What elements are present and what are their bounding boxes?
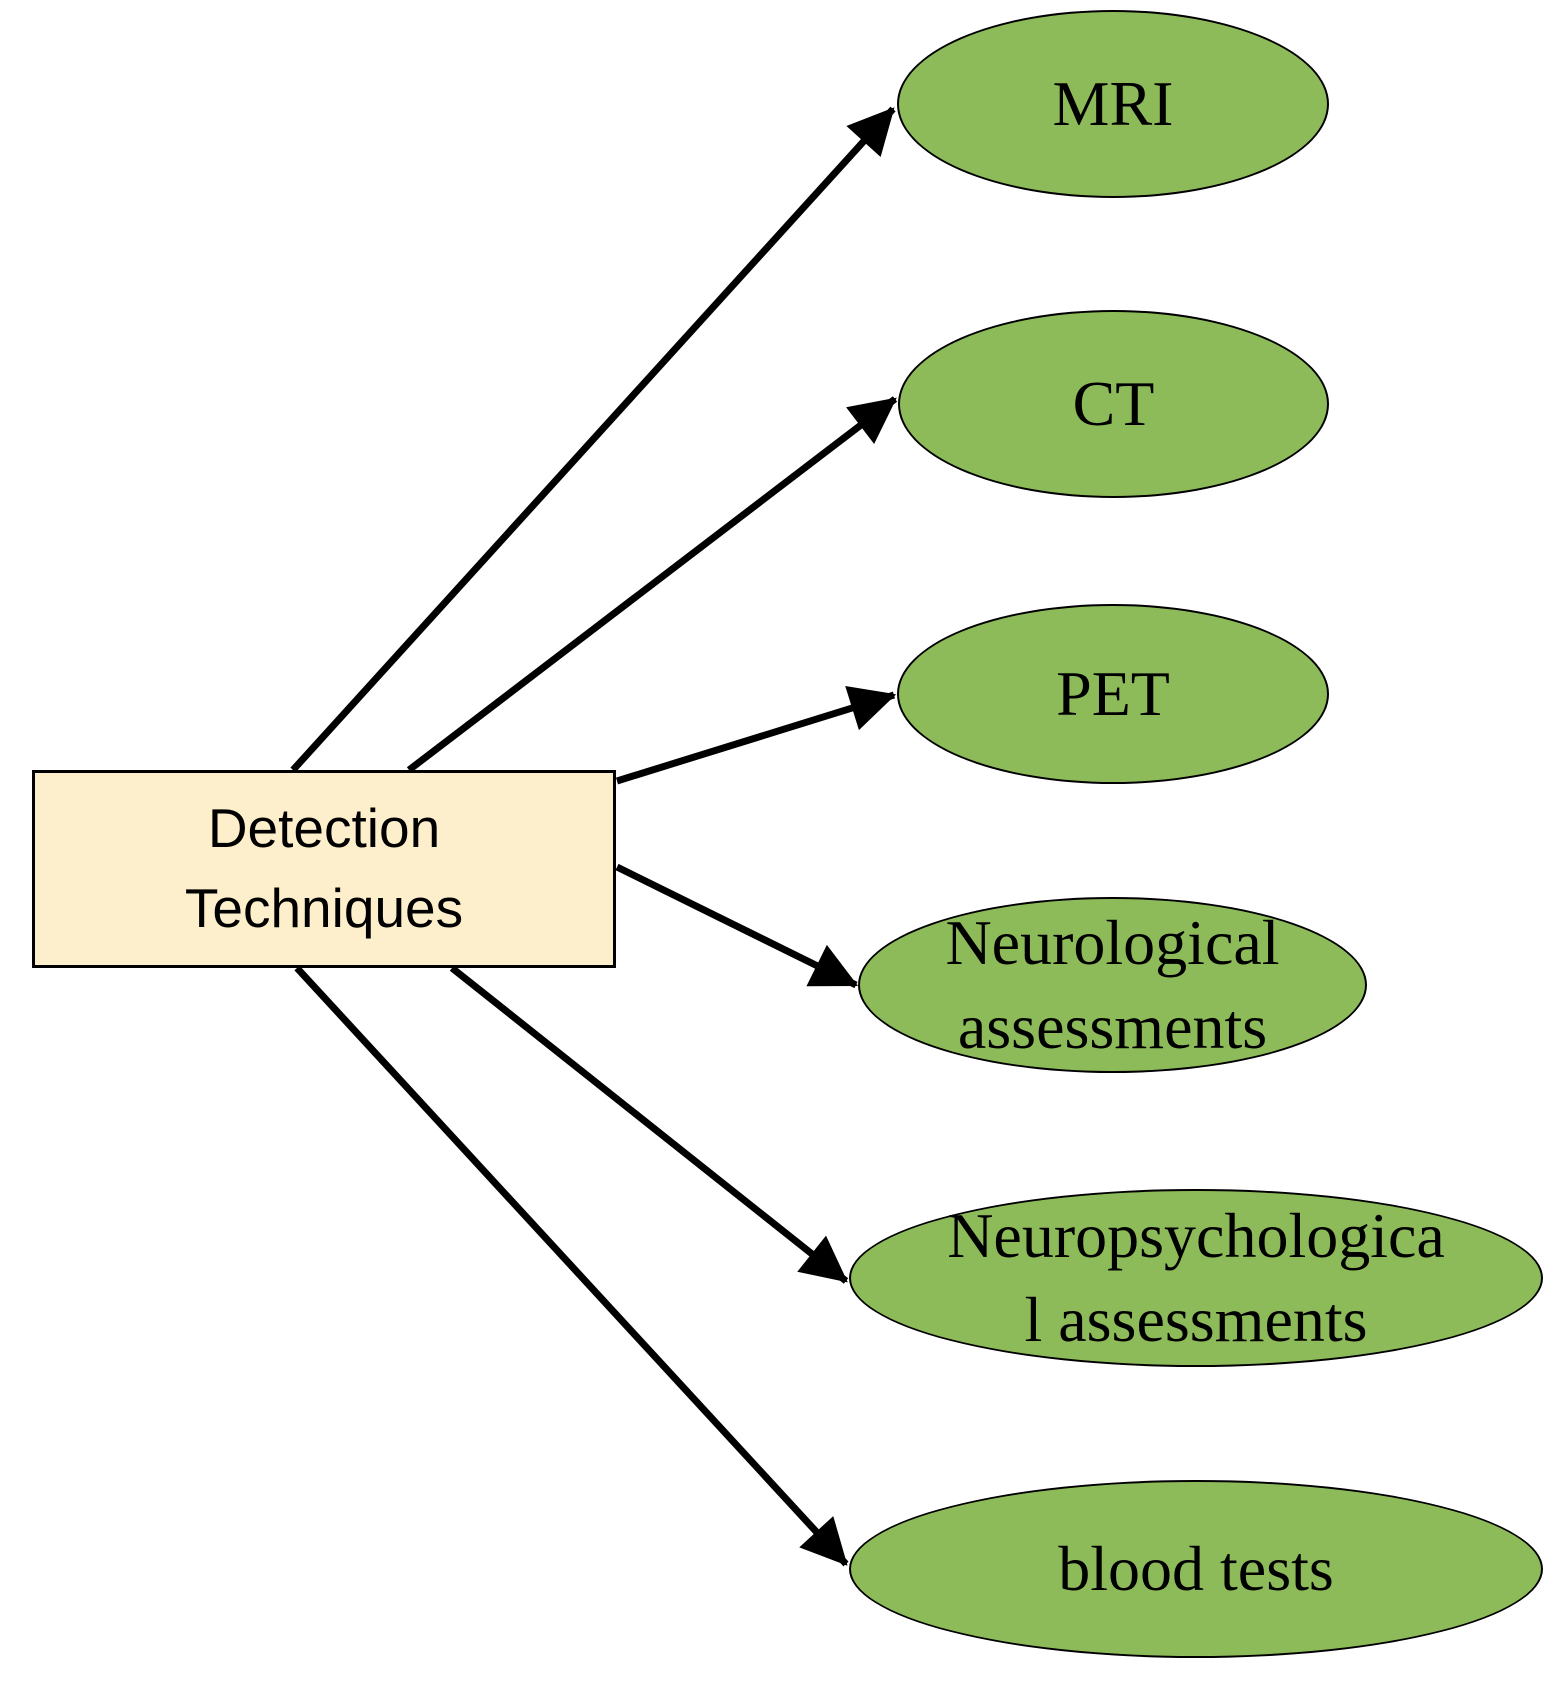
node-mri: MRI: [897, 10, 1329, 198]
node-label: MRI: [1052, 67, 1174, 139]
arrow-root-to-mri: [290, 106, 896, 773]
node-blood-tests: blood tests: [849, 1480, 1543, 1658]
arrow-root-to-neuropsychological: [449, 965, 849, 1284]
root-node-label-line: Techniques: [184, 877, 464, 939]
node-pet: PET: [897, 604, 1329, 784]
arrow-root-to-pet: [615, 685, 897, 785]
arrow-root-to-ct: [406, 396, 898, 773]
node-label: CT: [1072, 367, 1155, 439]
node-neurological-assessments: Neurological assessments: [858, 897, 1367, 1073]
root-node-detection-techniques: Detection Techniques: [32, 770, 616, 968]
node-label: PET: [1056, 657, 1170, 729]
node-ct: CT: [898, 310, 1329, 498]
root-node-label-line: Detection: [207, 797, 441, 860]
node-label: Neuropsychologica: [947, 1199, 1445, 1271]
arrow-root-to-blood-tests: [294, 965, 849, 1567]
node-neuropsychological-assessments: Neuropsychologica l assessments: [849, 1189, 1543, 1367]
node-label: blood tests: [1058, 1532, 1334, 1604]
node-label: Neurological: [945, 906, 1280, 978]
arrow-root-to-neurological: [615, 863, 859, 989]
node-label: l assessments: [1024, 1284, 1368, 1355]
node-label: assessments: [957, 991, 1268, 1062]
